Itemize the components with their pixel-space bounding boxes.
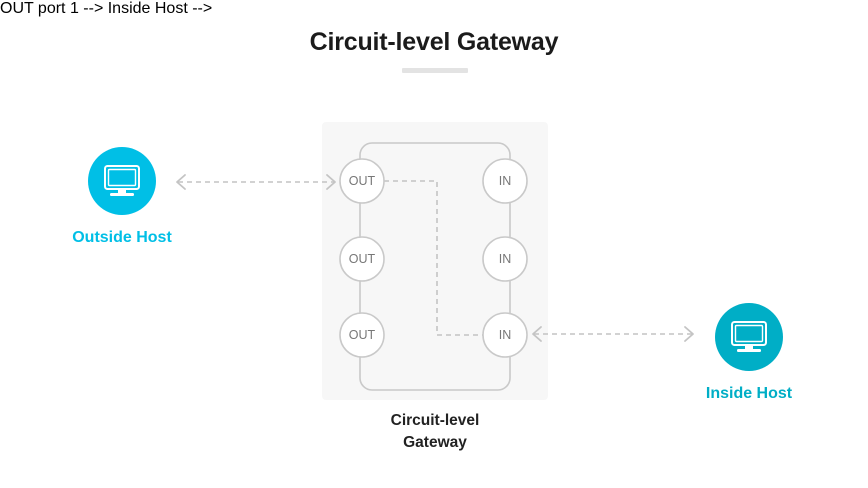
gateway-caption-line2: Gateway [403,434,467,451]
in-port-3-label: IN [499,328,512,342]
in-port-1[interactable]: IN [482,158,528,204]
title-underline-rule [402,68,468,73]
gateway-caption: Circuit-level Gateway [320,410,550,454]
arrowhead-left [176,174,186,190]
arrowhead-right [684,326,694,342]
desktop-monitor-icon [104,165,140,196]
gateway-caption-line1: Circuit-level [390,412,480,429]
inside-host-circle [715,303,783,371]
out-port-1[interactable]: OUT [339,158,385,204]
out-port-3-label: OUT [349,328,376,342]
outside-host-circle [88,147,156,215]
connector-gateway-to-inside-host [532,326,694,342]
circuit-path-dashed [384,180,487,336]
arrowhead-right [326,174,336,190]
out-port-1-label: OUT [349,174,376,188]
in-port-2[interactable]: IN [482,236,528,282]
out-port-2-label: OUT [349,252,376,266]
outside-host-label: Outside Host [72,229,172,246]
page-title: Circuit-level Gateway [309,28,559,56]
gateway-diagram: OUT OUT OUT IN IN IN [339,142,528,391]
connector-outside-host-to-gateway [176,174,336,190]
out-port-3[interactable]: OUT [339,312,385,358]
in-port-1-label: IN [499,174,512,188]
inside-host-label: Inside Host [705,385,793,402]
arrowhead-left [532,326,542,342]
desktop-monitor-icon [731,321,767,352]
out-port-2[interactable]: OUT [339,236,385,282]
in-port-2-label: IN [499,252,512,266]
in-port-3[interactable]: IN [482,312,528,358]
